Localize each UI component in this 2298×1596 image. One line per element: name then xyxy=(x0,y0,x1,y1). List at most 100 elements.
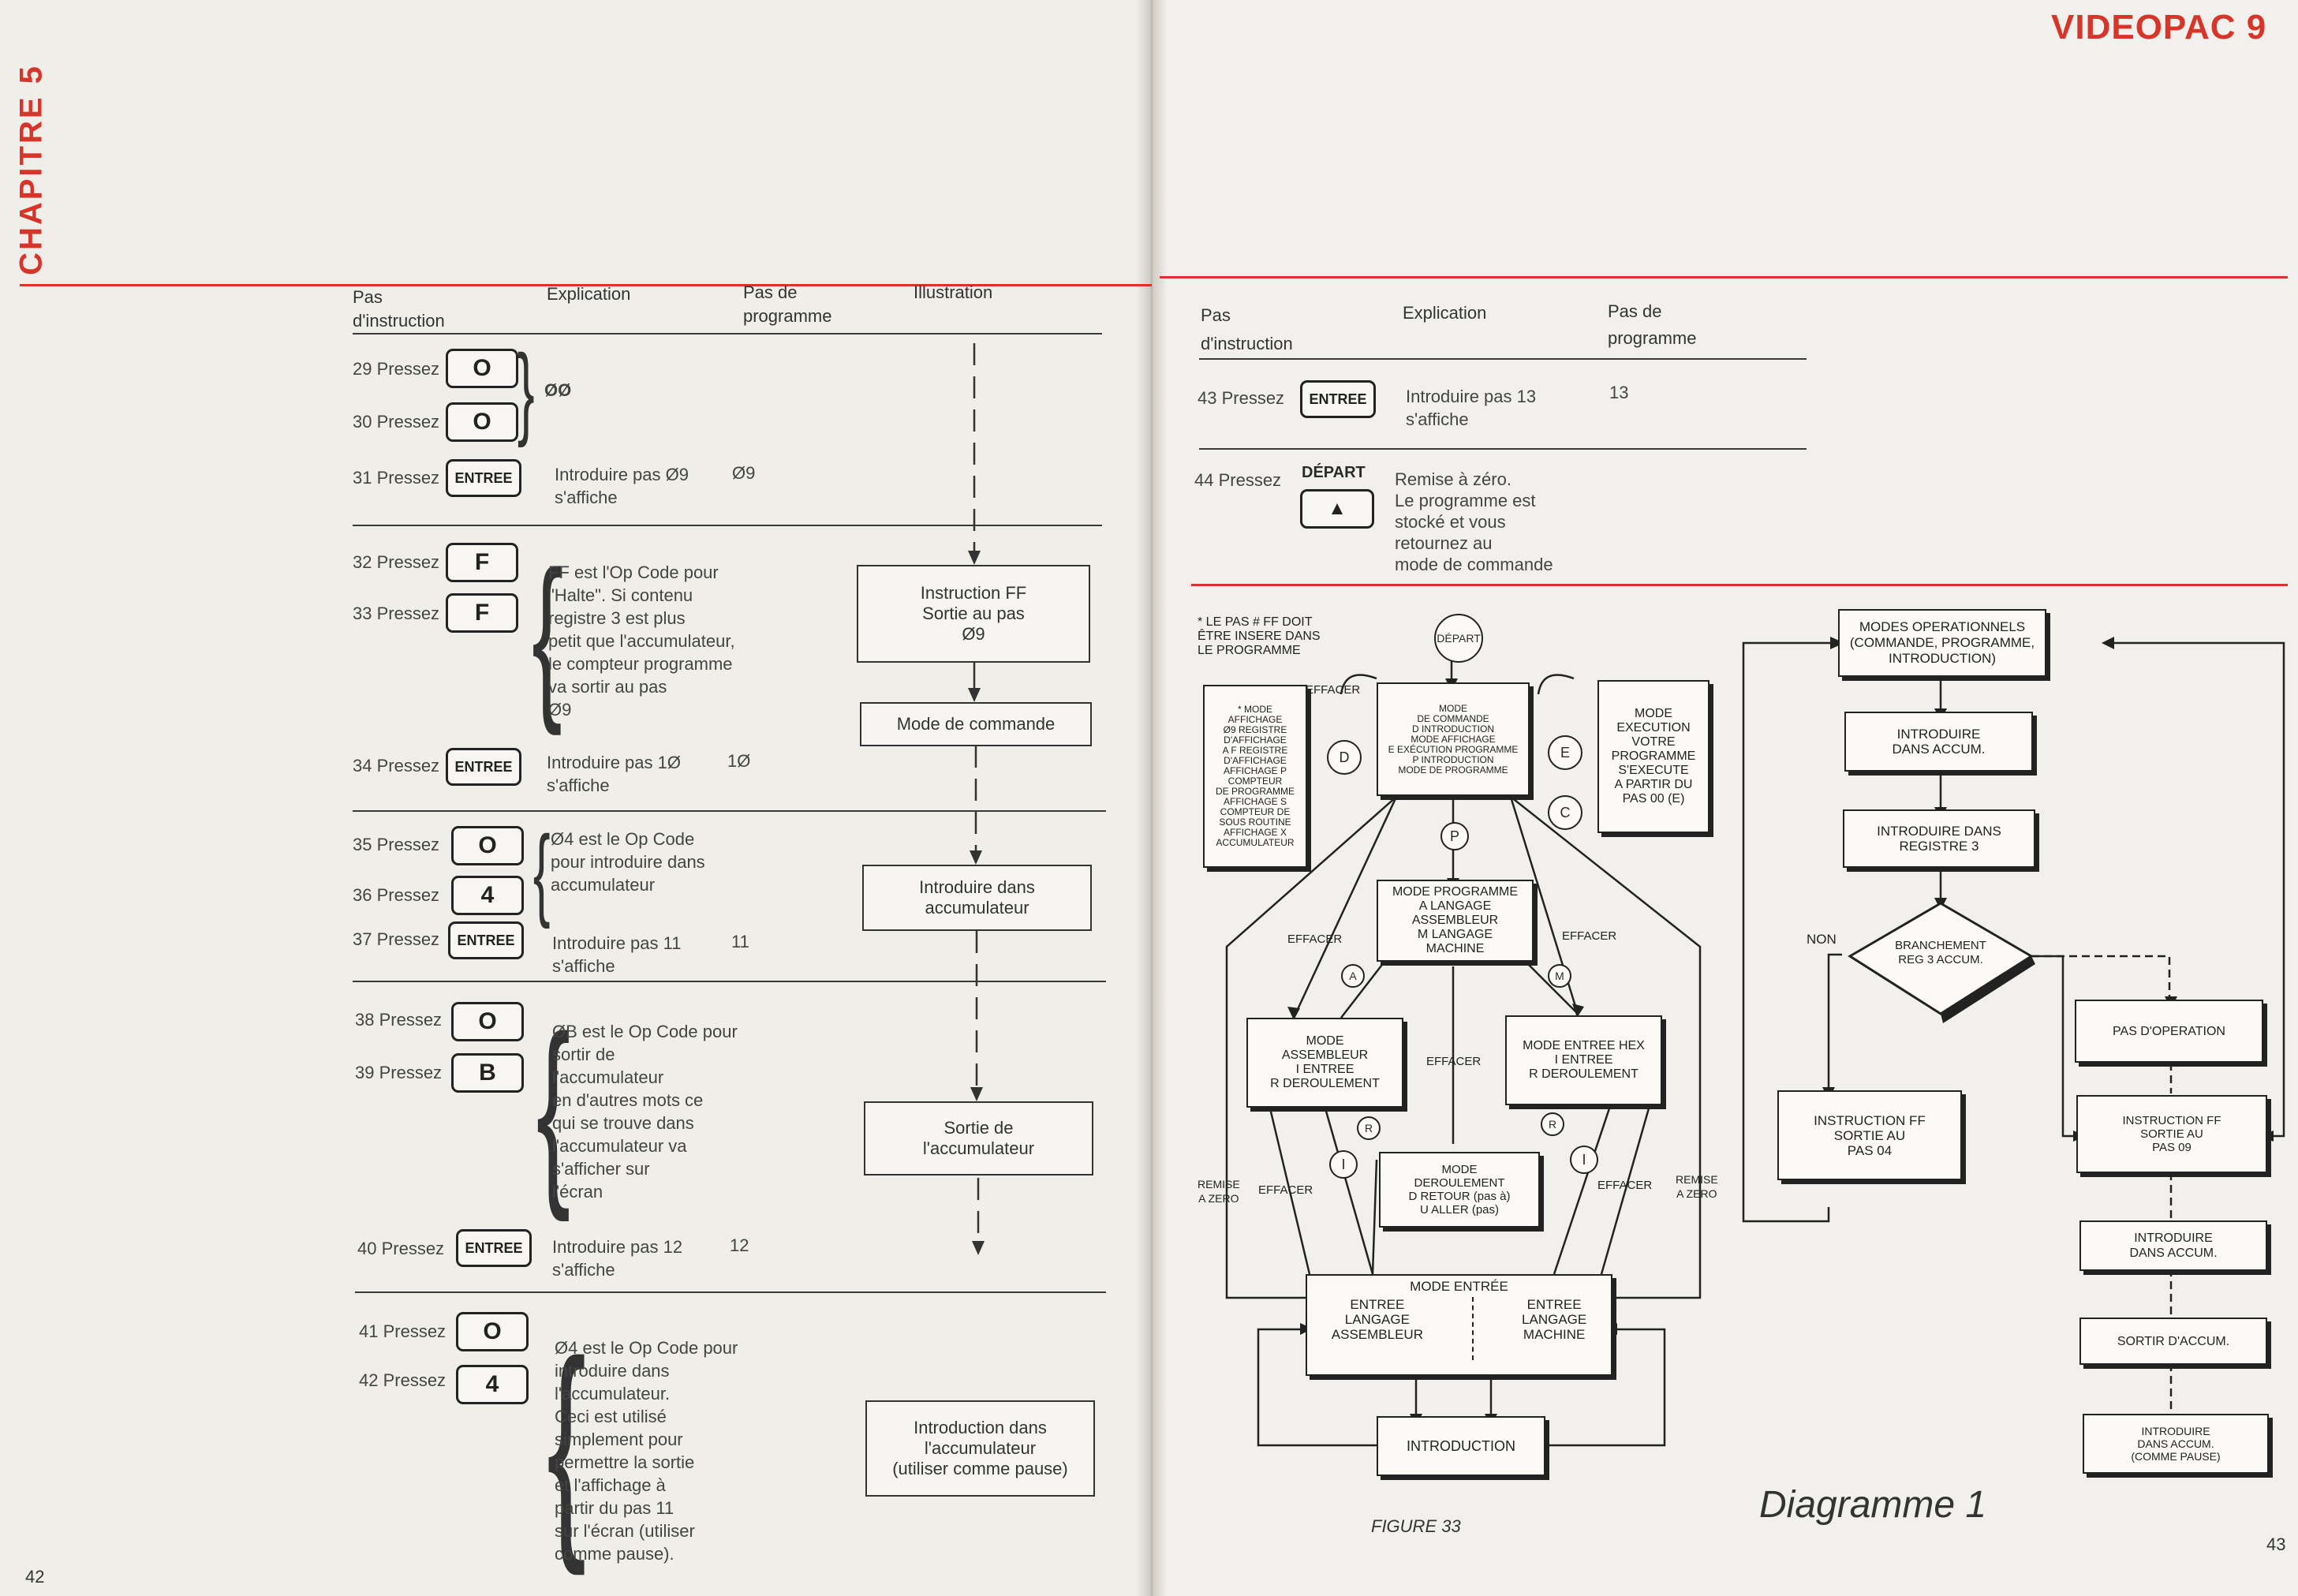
step-40: 40 Pressez xyxy=(357,1239,445,1258)
row-rule xyxy=(353,981,1106,982)
explanation-ff: FF est l'Op Code pour "Halte". Si conten… xyxy=(548,563,735,720)
node-mode-entree-hex: MODE ENTREE HEX I ENTREE R DEROULEMENT xyxy=(1505,1015,1662,1105)
step-32: 32 Pressez xyxy=(353,552,440,572)
brace: { xyxy=(536,994,571,1223)
d1-introduire-pause: INTRODUIRE DANS ACCUM. (COMME PAUSE) xyxy=(2083,1414,2269,1474)
red-rule-right-mid xyxy=(1191,584,2288,586)
key-entree[interactable]: ENTREE xyxy=(1300,380,1376,418)
header-program-step: Pas de programme xyxy=(743,282,832,326)
effacer-label: EFFACER xyxy=(1597,1179,1653,1192)
brace: { xyxy=(532,814,551,929)
circle-r: R xyxy=(1357,1116,1381,1140)
row-rule xyxy=(355,1291,1106,1293)
node-mode-entree: MODE ENTRÉE ENTREE LANGAGE ASSEMBLEUR EN… xyxy=(1306,1274,1612,1376)
step-38: 38 Pressez xyxy=(355,1010,443,1030)
illustration-introduire-accumulateur: Introduire dans accumulateur xyxy=(862,865,1092,931)
explanation-43: Introduire pas 13 s'affiche xyxy=(1406,387,1537,429)
key-o[interactable]: O xyxy=(451,1002,524,1041)
explanation-34: Introduire pas 1Ø s'affiche xyxy=(547,753,681,795)
d1-pas-operation: PAS D'OPERATION xyxy=(2075,1000,2263,1063)
mode-entree-divider xyxy=(1471,1297,1474,1360)
d1-instruction-04: INSTRUCTION FF SORTIE AU PAS 04 xyxy=(1777,1090,1962,1180)
effacer-label: EFFACER xyxy=(1287,933,1343,946)
program-step-43: 13 xyxy=(1609,383,1629,402)
header-rule-right xyxy=(1199,358,1807,360)
key-4[interactable]: 4 xyxy=(451,876,524,915)
key-b[interactable]: B xyxy=(451,1053,524,1093)
mode-entree-machine: ENTREE LANGAGE MACHINE xyxy=(1522,1297,1587,1342)
page-number-left: 42 xyxy=(25,1567,45,1587)
key-entree[interactable]: ENTREE xyxy=(456,1229,532,1267)
remise-a-zero-label: REMISE A ZERO xyxy=(1198,1178,1240,1205)
key-entree[interactable]: ENTREE xyxy=(446,748,521,786)
key-o[interactable]: O xyxy=(451,826,524,865)
red-rule-left xyxy=(20,284,1152,286)
program-step-34: 1Ø xyxy=(727,751,751,771)
key-f[interactable]: F xyxy=(446,593,518,633)
step-30: 30 Pressez xyxy=(353,412,440,432)
circle-r: R xyxy=(1541,1112,1564,1136)
effacer-label: EFFACER xyxy=(1562,929,1617,943)
diagramme1-caption: Diagramme 1 xyxy=(1759,1484,1987,1526)
key-f[interactable]: F xyxy=(446,543,518,582)
program-step-37: 11 xyxy=(731,932,749,951)
circle-i: I xyxy=(1329,1150,1358,1179)
book-gutter xyxy=(1136,0,1168,1596)
header-rule xyxy=(353,333,1102,335)
node-mode-assembleur: MODE ASSEMBLEUR I ENTREE R DEROULEMENT xyxy=(1246,1018,1403,1108)
step-31: 31 Pressez xyxy=(353,468,440,488)
key-o[interactable]: O xyxy=(456,1312,529,1351)
circle-c: C xyxy=(1548,795,1582,830)
step-36: 36 Pressez xyxy=(353,885,440,905)
illustration-sortie-accumulateur: Sortie de l'accumulateur xyxy=(864,1101,1093,1176)
key-o[interactable]: O xyxy=(446,402,518,442)
step-37: 37 Pressez xyxy=(353,929,440,949)
step-41: 41 Pressez xyxy=(359,1321,447,1341)
illustration-instruction-ff: Instruction FF Sortie au pas Ø9 xyxy=(857,565,1090,663)
red-rule-right-top xyxy=(1160,276,2288,278)
step-44: 44 Pressez xyxy=(1194,470,1282,490)
step-34: 34 Pressez xyxy=(353,756,440,776)
d1-introduire-registre3: INTRODUIRE DANS REGISTRE 3 xyxy=(1843,809,2035,868)
row-rule xyxy=(353,525,1102,526)
effacer-label: EFFACER xyxy=(1258,1183,1313,1197)
row-rule xyxy=(353,810,1106,812)
program-step-40: 12 xyxy=(730,1235,749,1255)
key-entree[interactable]: ENTREE xyxy=(446,459,521,497)
explanation-0b: ØB est le Op Code pour sortir de l'accum… xyxy=(552,1022,738,1202)
brace: { xyxy=(532,533,562,736)
page-number-right: 43 xyxy=(2266,1534,2286,1554)
figure33-caption: FIGURE 33 xyxy=(1371,1516,1461,1536)
step-29: 29 Pressez xyxy=(353,359,440,379)
d1-modes-operationnels: MODES OPERATIONNELS (COMMANDE, PROGRAMME… xyxy=(1838,609,2046,677)
circle-i: I xyxy=(1570,1146,1598,1174)
d1-non-label: NON xyxy=(1807,932,1837,947)
program-step-31: Ø9 xyxy=(732,463,756,483)
node-mode-execution: MODE EXECUTION VOTRE PROGRAMME S'EXECUTE… xyxy=(1597,680,1709,833)
node-mode-commande: MODE DE COMMANDE D INTRODUCTION MODE AFF… xyxy=(1377,682,1530,796)
fig33-note: * LE PAS # FF DOIT ÊTRE INSERE DANS LE P… xyxy=(1198,615,1321,657)
d1-sortir-accum: SORTIR D'ACCUM. xyxy=(2079,1318,2267,1365)
circle-d: D xyxy=(1327,740,1362,775)
illustration-introduction-pause: Introduction dans l'accumulateur (utilis… xyxy=(865,1400,1095,1497)
effacer-label: EFFACER xyxy=(1426,1055,1482,1068)
header-illustration: Illustration xyxy=(914,282,993,302)
circle-m: M xyxy=(1548,964,1571,988)
key-o[interactable]: O xyxy=(446,349,518,388)
key-4[interactable]: 4 xyxy=(456,1365,529,1404)
depart-circle: DÉPART xyxy=(1434,614,1483,663)
d1-branchement: BRANCHEMENT REG 3 ACCUM. xyxy=(1895,939,1986,966)
effacer-label: EFFACER xyxy=(1306,683,1361,697)
header-step: Pas d'instruction xyxy=(353,287,445,331)
step-43: 43 Pressez xyxy=(1198,388,1285,408)
mode-entree-assembleur: ENTREE LANGAGE ASSEMBLEUR xyxy=(1331,1297,1423,1342)
left-page xyxy=(0,0,1152,1596)
key-entree[interactable]: ENTREE xyxy=(448,921,524,959)
explanation-04a: Ø4 est le Op Code pour introduire dans a… xyxy=(551,829,705,895)
key-depart[interactable]: ▲ xyxy=(1300,489,1374,529)
node-mode-programme: MODE PROGRAMME A LANGAGE ASSEMBLEUR M LA… xyxy=(1377,880,1534,962)
circle-a: A xyxy=(1341,964,1365,988)
brace: { xyxy=(547,1311,587,1576)
